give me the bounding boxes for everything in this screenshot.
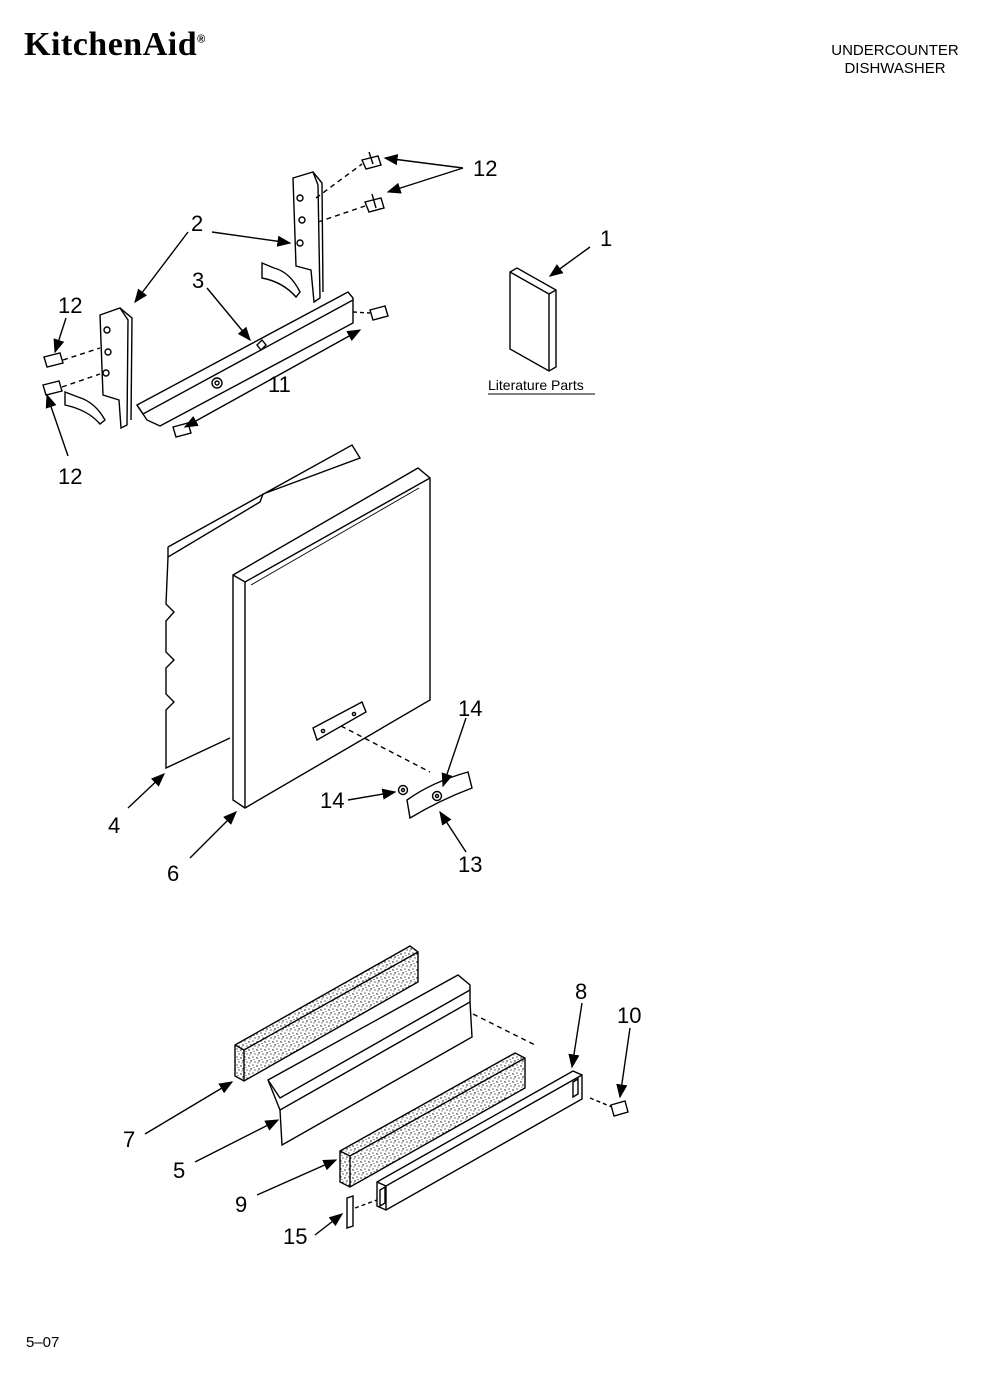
callout-11: 11	[268, 372, 291, 397]
channel-screws	[172, 305, 389, 438]
door-top-channel	[135, 291, 354, 427]
brand-name: KitchenAid	[24, 26, 198, 63]
inner-door-panel	[165, 444, 362, 770]
callout-13: 13	[458, 852, 482, 877]
registered-mark: ®	[197, 33, 206, 46]
callout-14-upper: 14	[458, 696, 482, 721]
literature-parts	[509, 267, 557, 372]
kick-plate	[376, 1070, 613, 1211]
leader-arrows	[45, 154, 631, 1236]
left-hinge-bracket	[64, 307, 133, 430]
callout-10: 10	[617, 1003, 641, 1028]
callout-12-left-upper: 12	[58, 293, 82, 318]
callout-8: 8	[575, 979, 587, 1004]
callout-15: 15	[283, 1224, 307, 1249]
callout-5: 5	[173, 1158, 185, 1183]
callout-14-lower: 14	[320, 788, 344, 813]
kick-plate-clip	[346, 1195, 378, 1229]
document-title: UNDERCOUNTER DISHWASHER	[800, 42, 990, 78]
callout-9: 9	[235, 1192, 247, 1217]
footer-code: 5–07	[26, 1334, 60, 1351]
lower-insulation-strip	[339, 1052, 526, 1188]
callout-12-left-lower: 12	[58, 464, 82, 489]
brand-logo: KitchenAid®	[24, 26, 206, 64]
callout-1: 1	[600, 226, 612, 251]
upper-insulation-strip	[234, 945, 419, 1082]
callout-12-top: 12	[473, 156, 497, 181]
title-line-2: DISHWASHER	[844, 60, 946, 77]
callout-6: 6	[167, 861, 179, 886]
toe-panel	[267, 974, 538, 1147]
right-hinge-bracket	[261, 171, 324, 304]
screw-pair-left	[42, 347, 101, 396]
literature-parts-label: Literature Parts	[488, 377, 584, 393]
callout-2: 2	[191, 211, 203, 236]
screw-pair-upper	[315, 151, 385, 223]
callout-3: 3	[192, 268, 204, 293]
door-handle	[406, 771, 473, 820]
outer-door-panel	[232, 467, 431, 809]
callout-7: 7	[123, 1127, 135, 1152]
handle-nuts	[397, 784, 443, 802]
callout-4: 4	[108, 813, 120, 838]
kick-plate-screw	[610, 1100, 629, 1117]
title-line-1: UNDERCOUNTER	[831, 42, 959, 59]
